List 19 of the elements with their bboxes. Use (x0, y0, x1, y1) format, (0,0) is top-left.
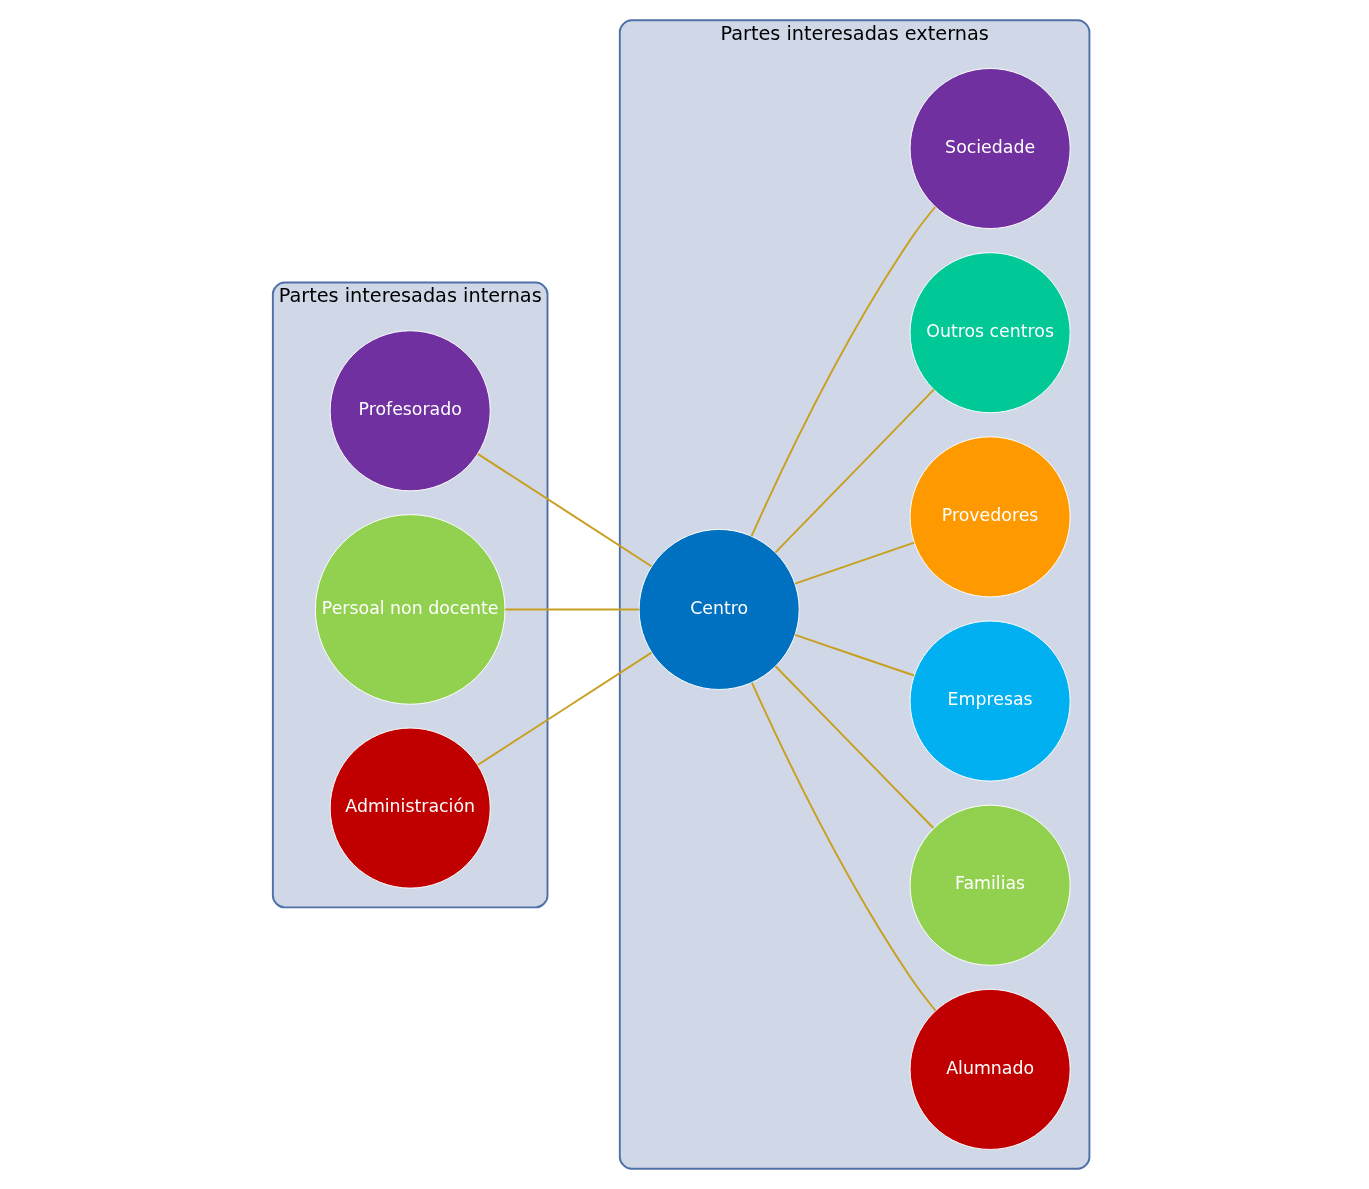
node-circle: Outros centros (909, 252, 1071, 414)
node-circle: Profesorado (329, 330, 491, 492)
connector (503, 608, 640, 611)
node-circle: Administración (329, 727, 491, 889)
node-circle: Persoal non docente (314, 514, 505, 705)
node-circle: Provedores (909, 436, 1071, 598)
connector (750, 206, 936, 538)
connector (774, 388, 935, 554)
connector (476, 651, 652, 766)
connector (774, 665, 934, 829)
connector (793, 634, 915, 677)
connector (476, 452, 652, 568)
node-circle: Alumnado (909, 988, 1071, 1150)
connector (793, 541, 915, 585)
node-circle: Familias (909, 804, 1071, 966)
connector (750, 681, 937, 1012)
node-circle: Centro (638, 528, 800, 690)
node-circle: Sociedade (909, 68, 1071, 230)
node-circle: Empresas (909, 620, 1071, 782)
